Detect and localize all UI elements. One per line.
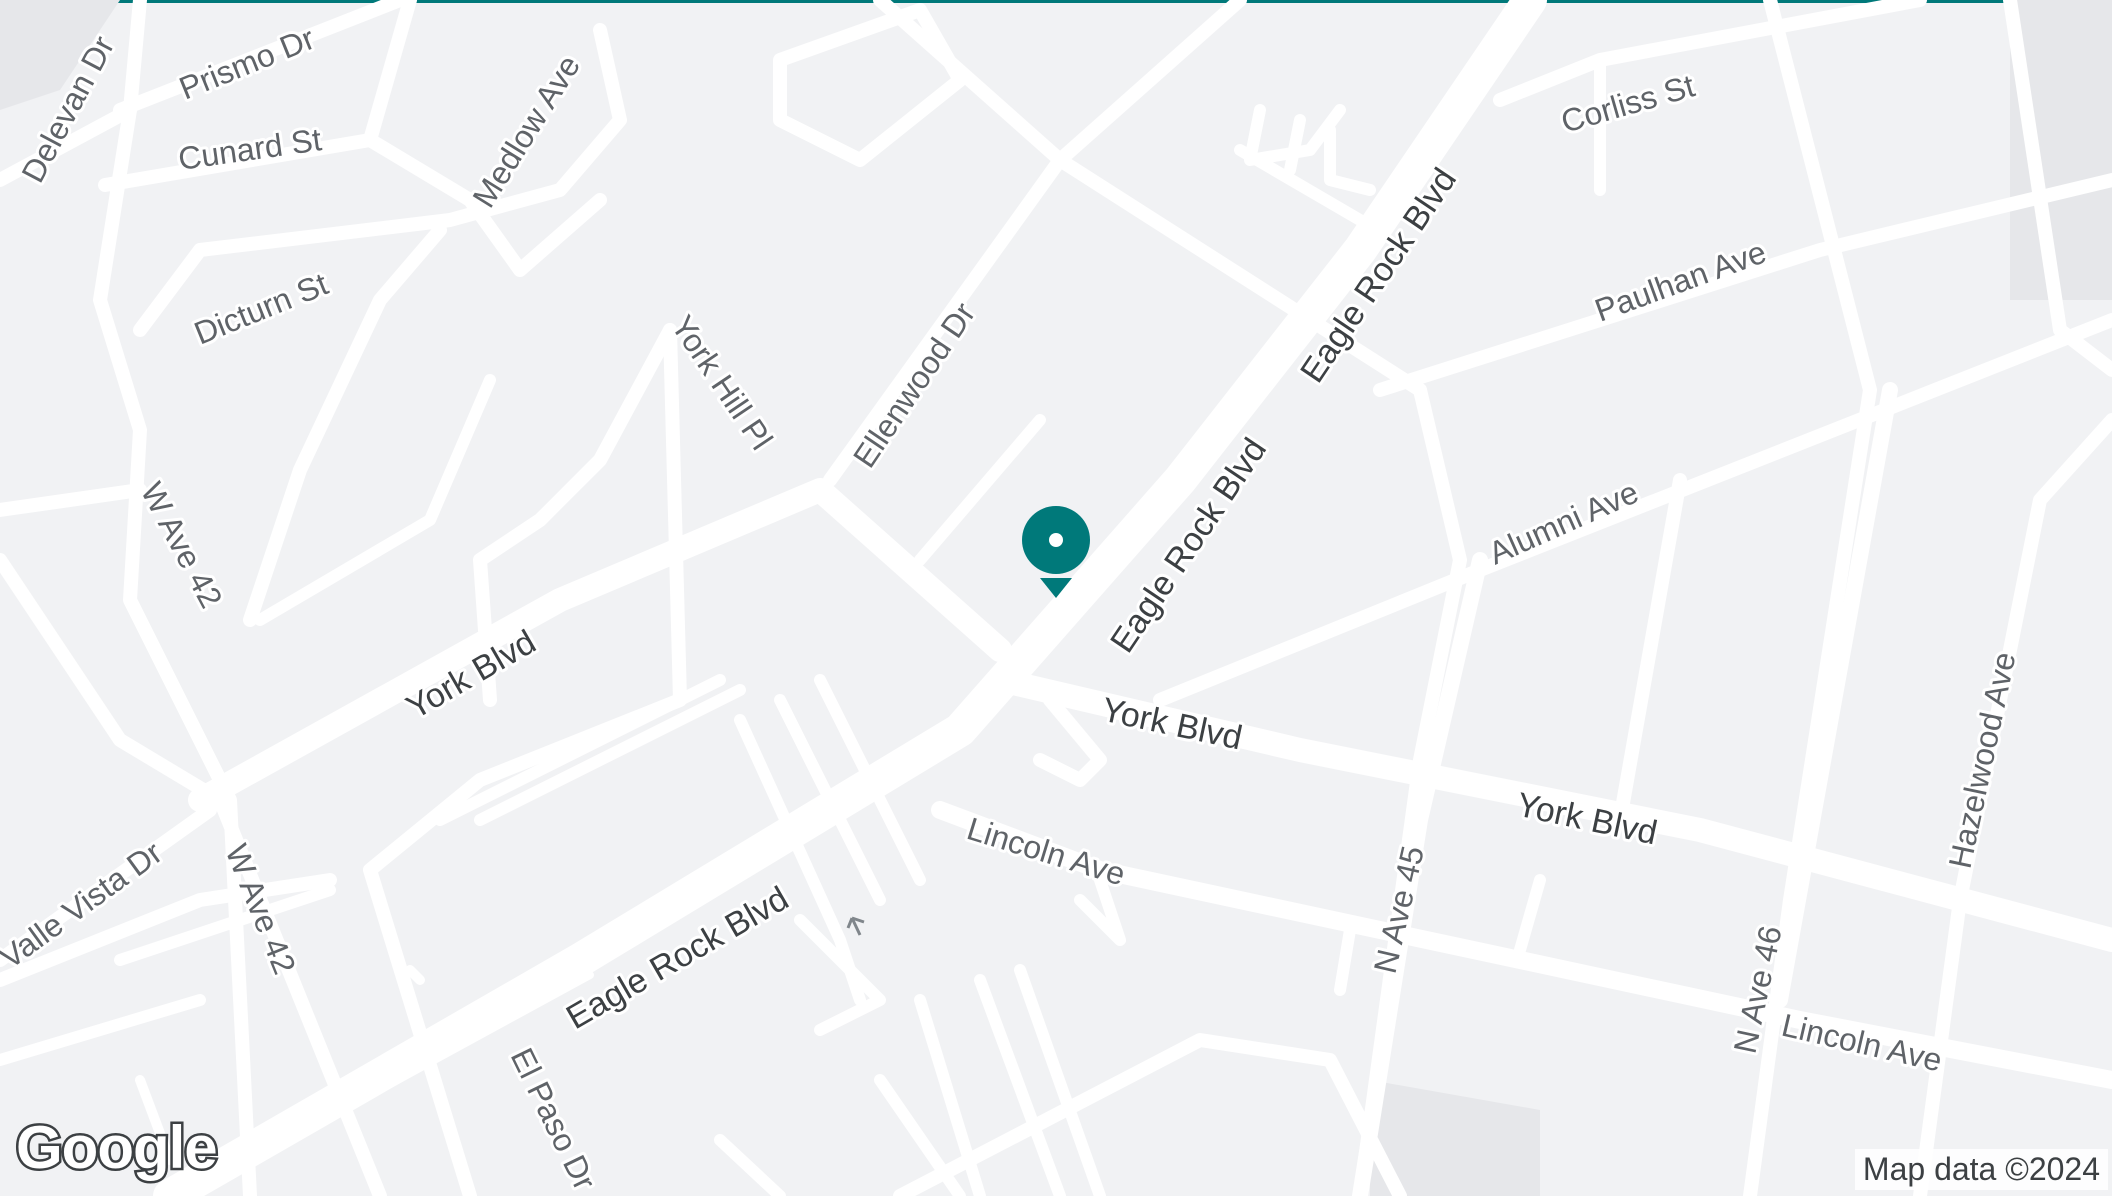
block-area: [1370, 1080, 1540, 1196]
street-label-york-hill-pl: York Hill Pl: [664, 309, 780, 456]
street-label-lincoln-ave-west: Lincoln Ave: [963, 810, 1129, 892]
one-way-arrow-icon: [846, 916, 865, 936]
street-label-corliss-st: Corliss St: [1557, 67, 1699, 139]
google-logo: Google: [14, 1112, 221, 1184]
top-accent-border: [0, 0, 2112, 3]
block-area: [0, 0, 120, 110]
map-attribution: Map data ©2024: [1854, 1149, 2108, 1190]
street-label-cunard-st: Cunard St: [176, 121, 324, 177]
street-label-n-ave-45: N Ave 45: [1367, 843, 1431, 977]
street-label-alumni-ave: Alumni Ave: [1483, 474, 1643, 572]
street-label-dicturn-st: Dicturn St: [189, 265, 333, 351]
street-label-ellenwood-dr: Ellenwood Dr: [846, 296, 982, 474]
street-label-prismo-dr: Prismo Dr: [174, 20, 320, 107]
map-pin-icon[interactable]: [1022, 506, 1090, 598]
street-label-w-ave-42-north: W Ave 42: [134, 476, 230, 613]
street-label-hazelwood-ave: Hazelwood Ave: [1942, 649, 2023, 872]
street-label-lincoln-ave-east: Lincoln Ave: [1778, 1007, 1945, 1079]
block-area: [2010, 0, 2112, 300]
street-label-el-paso-dr: El Paso Dr: [504, 1042, 604, 1196]
